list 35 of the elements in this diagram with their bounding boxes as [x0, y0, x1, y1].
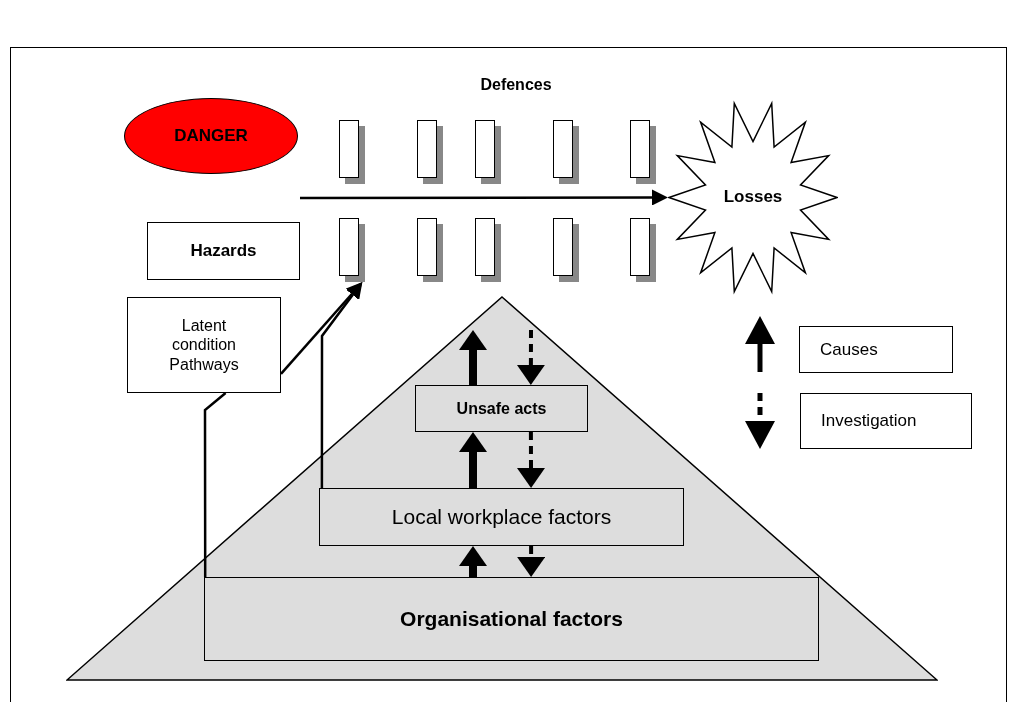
arrow	[517, 432, 545, 488]
process-box	[147, 222, 300, 280]
node-label: Organisational factors	[400, 606, 623, 632]
node-label: Local workplace factors	[391, 504, 612, 530]
legend-entry: Investigation	[800, 393, 972, 449]
defence-bar	[339, 120, 365, 184]
defence-bar	[417, 218, 443, 282]
defence-bar	[417, 120, 443, 184]
defence-bar	[475, 120, 501, 184]
arrow	[517, 546, 546, 577]
arrow	[459, 432, 487, 488]
defence-bar	[553, 120, 579, 184]
defence-bar	[630, 120, 656, 184]
process-box	[204, 577, 819, 661]
node-label: Losses	[723, 187, 783, 208]
arrow	[300, 189, 668, 206]
node-label: DANGER	[174, 125, 248, 147]
process-box	[415, 385, 588, 432]
defence-bar	[553, 218, 579, 282]
connector-line	[203, 392, 227, 577]
defence-bar	[475, 218, 501, 282]
arrow	[320, 282, 363, 488]
starburst	[668, 100, 838, 295]
arrow	[459, 330, 487, 385]
arrow	[516, 330, 545, 385]
legend-entry: Causes	[799, 326, 953, 373]
arrow	[459, 546, 487, 577]
process-box	[127, 297, 281, 393]
node-label: Hazards	[190, 240, 257, 262]
node-label: Unsafe acts	[456, 398, 547, 419]
process-box	[319, 488, 684, 546]
defence-bar	[339, 218, 365, 282]
heading-label: Defences	[479, 76, 553, 94]
defence-bar	[630, 218, 656, 282]
node-label: Latent condition Pathways	[168, 316, 240, 374]
